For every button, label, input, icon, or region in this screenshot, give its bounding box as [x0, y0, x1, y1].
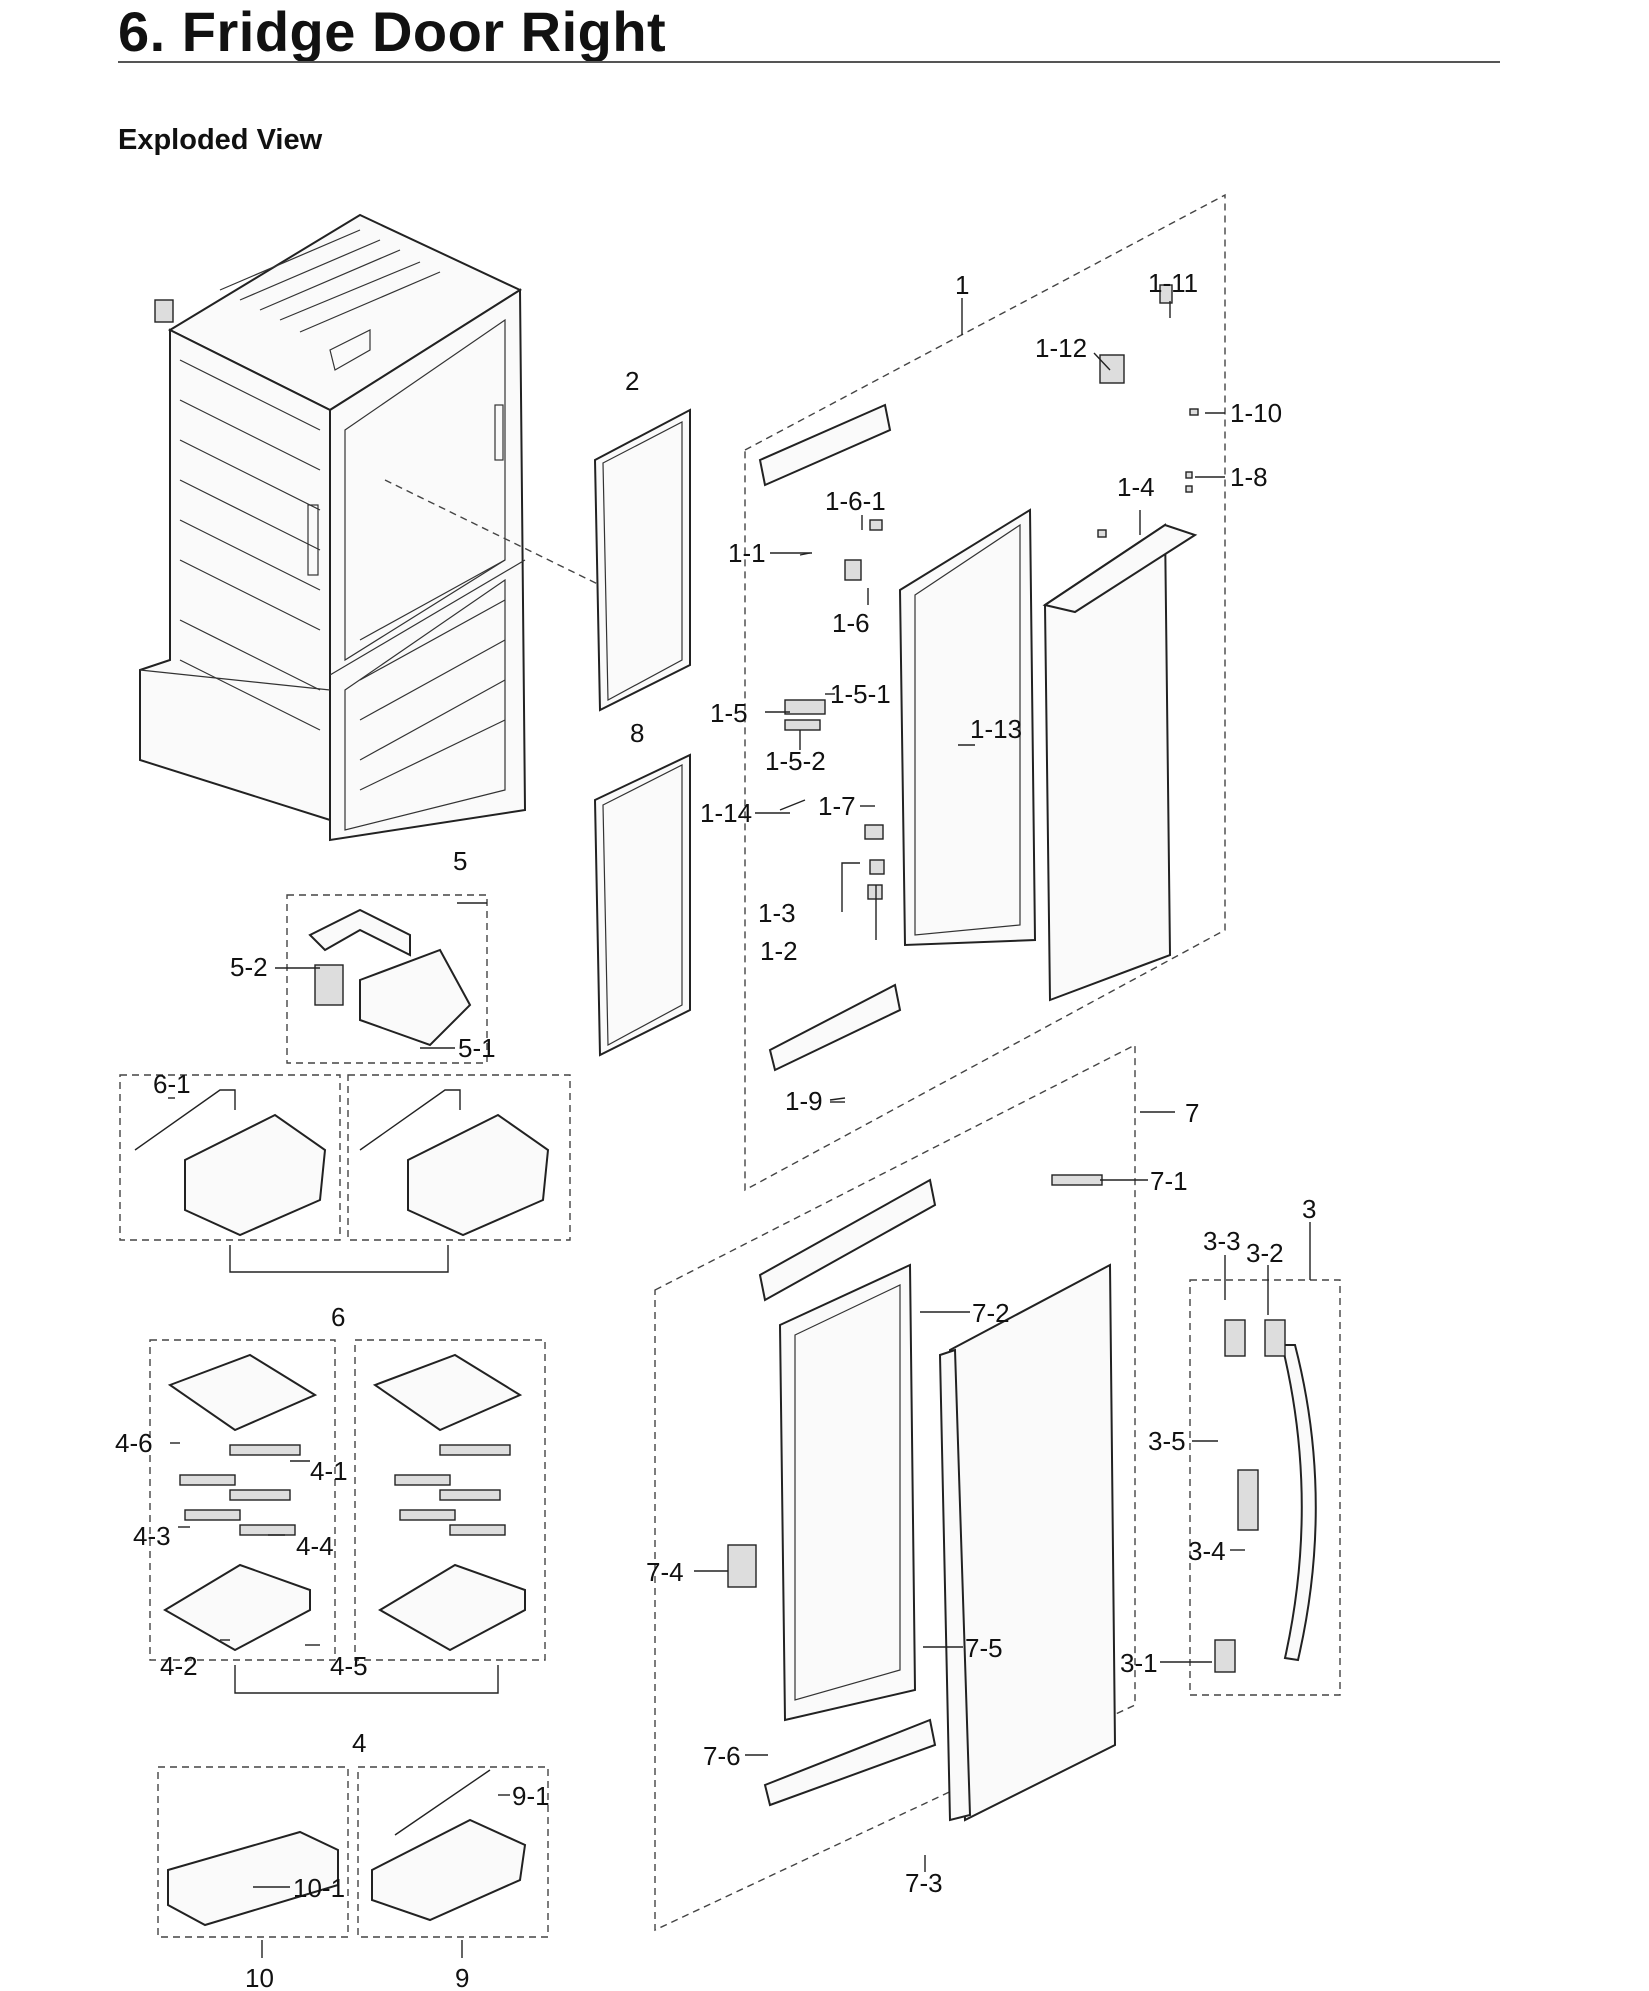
label-1-8: 1-8 — [1230, 462, 1268, 492]
label-6-1: 6-1 — [153, 1069, 191, 1099]
label-10: 10 — [245, 1963, 274, 1991]
label-9-1: 9-1 — [512, 1781, 550, 1811]
label-7-2: 7-2 — [972, 1298, 1010, 1328]
label-3-5: 3-5 — [1148, 1426, 1186, 1456]
label-4-1: 4-1 — [310, 1456, 348, 1486]
label-1-6: 1-6 — [832, 608, 870, 638]
door-assembly-1-drawing — [758, 284, 1199, 1101]
bin-6-box-right — [347, 1074, 571, 1241]
handle-3-box — [1189, 1279, 1341, 1696]
shelf-4-drawings — [163, 1353, 526, 1652]
label-1-14: 1-14 — [700, 798, 752, 828]
label-1-4: 1-4 — [1117, 472, 1155, 502]
label-1: 1 — [955, 270, 969, 300]
label-3-1: 3-1 — [1120, 1648, 1158, 1678]
shelf-4-box-right — [354, 1339, 546, 1661]
gasket-8-drawing — [593, 753, 691, 1057]
label-4-4: 4-4 — [296, 1531, 334, 1561]
label-1-1: 1-1 — [728, 538, 766, 568]
bin-6-drawings — [134, 1089, 550, 1237]
label-9: 9 — [455, 1963, 469, 1991]
label-3-2: 3-2 — [1246, 1238, 1284, 1268]
label-2: 2 — [625, 366, 639, 396]
bin-5-box — [286, 894, 488, 1064]
label-4-6: 4-6 — [115, 1428, 153, 1458]
label-7: 7 — [1185, 1098, 1199, 1128]
label-7-4: 7-4 — [646, 1557, 684, 1587]
label-3: 3 — [1302, 1194, 1316, 1224]
label-1-11: 1-11 — [1148, 268, 1198, 298]
label-5: 5 — [453, 846, 467, 876]
label-4-5: 4-5 — [330, 1651, 368, 1681]
label-5-2: 5-2 — [230, 952, 268, 982]
label-3-3: 3-3 — [1203, 1226, 1241, 1256]
label-1-5: 1-5 — [710, 698, 748, 728]
label-1-2: 1-2 — [760, 936, 798, 966]
bracket-4 — [234, 1665, 499, 1694]
label-3-4: 3-4 — [1188, 1536, 1226, 1566]
label-4-3: 4-3 — [133, 1521, 171, 1551]
label-1-5-2: 1-5-2 — [765, 746, 826, 776]
label-7-6: 7-6 — [703, 1741, 741, 1771]
page-title: 6. Fridge Door Right — [118, 0, 667, 63]
door-assembly-7-drawing — [727, 1174, 1117, 1822]
label-6: 6 — [331, 1302, 345, 1332]
label-4-2: 4-2 — [160, 1651, 198, 1681]
label-1-3: 1-3 — [758, 898, 796, 928]
assembly-1-box — [744, 193, 1226, 1192]
label-1-7: 1-7 — [818, 791, 856, 821]
part-labels: 1 1-11 1-12 1-10 1-8 1-4 1-6-1 1-1 1-6 1… — [115, 268, 1316, 1991]
label-1-6-1: 1-6-1 — [825, 486, 886, 516]
label-7-3: 7-3 — [905, 1868, 943, 1898]
label-4: 4 — [352, 1728, 366, 1758]
label-7-1: 7-1 — [1150, 1166, 1188, 1196]
bin-5-drawing — [308, 908, 472, 1047]
label-10-1: 10-1 — [293, 1873, 345, 1903]
handle-3-drawing — [1214, 1319, 1317, 1673]
label-1-10: 1-10 — [1230, 398, 1282, 428]
label-7-5: 7-5 — [965, 1633, 1003, 1663]
bin-6-box-left — [119, 1074, 341, 1241]
tray-drawings — [167, 1769, 527, 1927]
gasket-2-drawing — [593, 408, 691, 712]
leader-lines — [168, 298, 1311, 1888]
section-subtitle: Exploded View — [118, 124, 323, 156]
label-1-12: 1-12 — [1035, 333, 1087, 363]
label-8: 8 — [630, 718, 644, 748]
cabinet-to-gasket-line — [384, 479, 611, 591]
title-rule — [118, 61, 1500, 63]
bracket-6 — [229, 1245, 449, 1273]
label-5-1: 5-1 — [458, 1033, 496, 1063]
label-1-9: 1-9 — [785, 1086, 823, 1116]
fridge-cabinet-drawing — [139, 213, 527, 842]
label-1-13: 1-13 — [970, 714, 1022, 744]
label-1-5-1: 1-5-1 — [830, 679, 891, 709]
